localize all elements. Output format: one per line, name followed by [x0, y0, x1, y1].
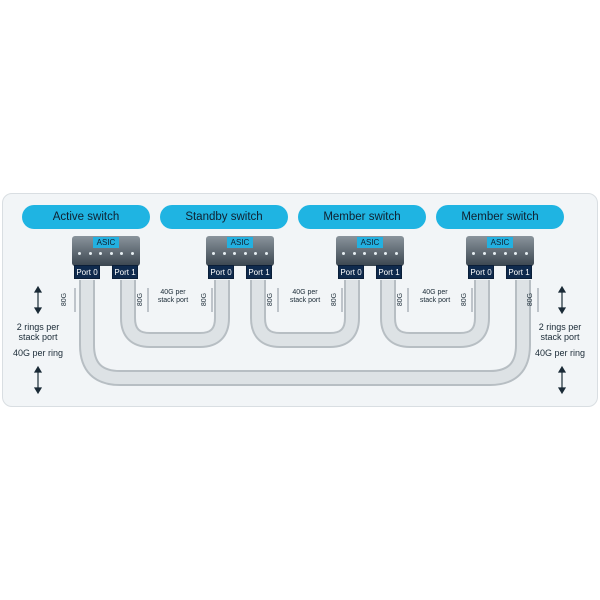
- led-row: [212, 252, 268, 258]
- per-port-label-1: 40G per stack port: [157, 289, 189, 304]
- bandwidth-label: 80G: [201, 292, 209, 307]
- bandwidth-label: 80G: [527, 292, 535, 307]
- switch-member-2: ASIC Port 0 Port 1: [466, 236, 534, 280]
- rings-note-left: 2 rings per stack port: [16, 322, 60, 342]
- switch-label-standby: Standby switch: [160, 205, 288, 229]
- switch-standby: ASIC Port 0 Port 1: [206, 236, 274, 280]
- switch-active: ASIC Port 0 Port 1: [72, 236, 140, 280]
- per-ring-note-left: 40G per ring: [12, 348, 64, 358]
- port-0: Port 0: [338, 265, 364, 279]
- bandwidth-label: 80G: [61, 292, 69, 307]
- bandwidth-label: 80G: [331, 292, 339, 307]
- port-1: Port 1: [376, 265, 402, 279]
- port-0: Port 0: [208, 265, 234, 279]
- port-1: Port 1: [246, 265, 272, 279]
- asic-chip: ASIC: [487, 237, 513, 248]
- asic-chip: ASIC: [357, 237, 383, 248]
- bandwidth-label: 80G: [461, 292, 469, 307]
- asic-chip: ASIC: [227, 237, 253, 248]
- bandwidth-label: 80G: [397, 292, 405, 307]
- rings-note-right: 2 rings per stack port: [538, 322, 582, 342]
- port-0: Port 0: [468, 265, 494, 279]
- port-1: Port 1: [112, 265, 138, 279]
- bandwidth-arrows: [74, 288, 539, 312]
- bandwidth-label: 80G: [267, 292, 275, 307]
- led-row: [472, 252, 528, 258]
- switch-label-member-2: Member switch: [436, 205, 564, 229]
- asic-chip: ASIC: [93, 237, 119, 248]
- port-0: Port 0: [74, 265, 100, 279]
- per-port-label-3: 40G per stack port: [419, 289, 451, 304]
- per-ring-note-right: 40G per ring: [534, 348, 586, 358]
- switch-label-member-1: Member switch: [298, 205, 426, 229]
- switch-label-active: Active switch: [22, 205, 150, 229]
- per-port-label-2: 40G per stack port: [289, 289, 321, 304]
- led-row: [342, 252, 398, 258]
- switch-member-1: ASIC Port 0 Port 1: [336, 236, 404, 280]
- bandwidth-label: 80G: [137, 292, 145, 307]
- led-row: [78, 252, 134, 258]
- port-1: Port 1: [506, 265, 532, 279]
